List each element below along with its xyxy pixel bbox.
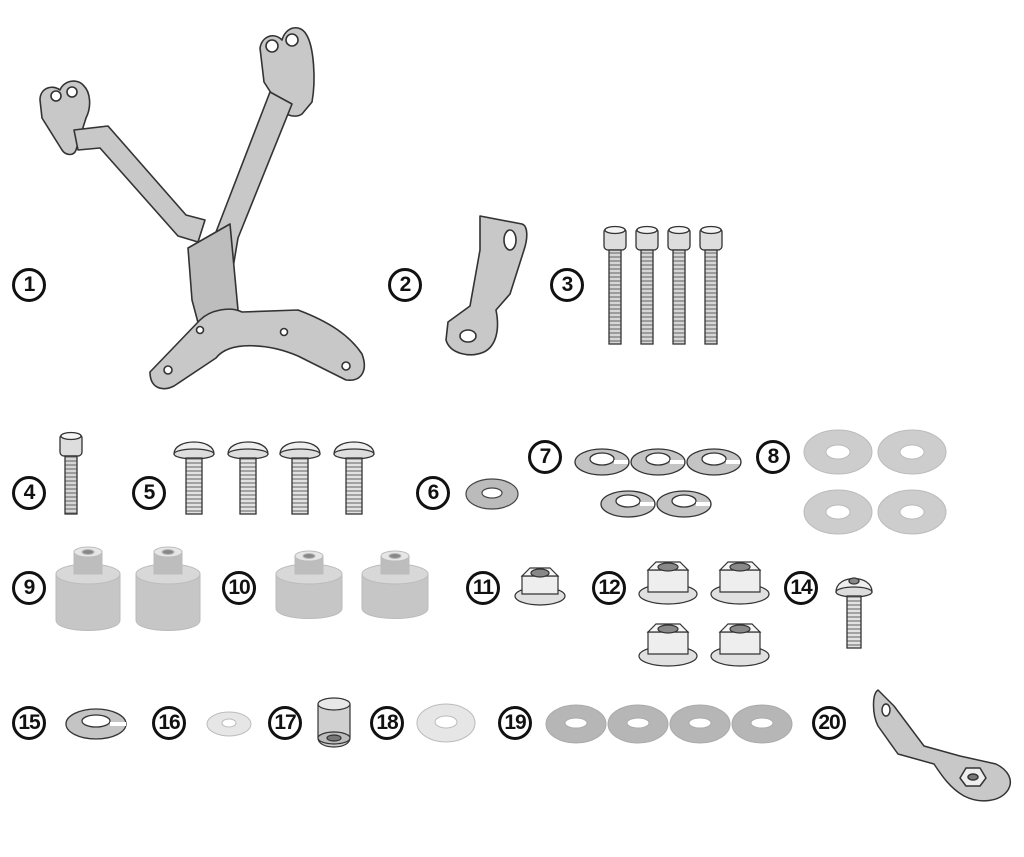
part-number-4: 4	[12, 476, 46, 510]
part-number-5: 5	[132, 476, 166, 510]
part-number-10: 10	[222, 571, 256, 605]
part-number-2: 2	[388, 268, 422, 302]
part-1-main-bracket	[39, 27, 366, 390]
part-number-9: 9	[12, 571, 46, 605]
part-15-lock-washer	[65, 708, 127, 740]
part-20-angled-bracket	[872, 689, 1012, 802]
part-number-17: 17	[268, 706, 302, 740]
part-number-16: 16	[152, 706, 186, 740]
part-8-flat-washers	[803, 429, 947, 535]
part-number-7: 7	[528, 440, 562, 474]
part-18-washer	[416, 703, 476, 743]
part-11-flange-nut	[514, 567, 566, 606]
part-9-tall-spacers	[55, 546, 201, 631]
part-number-14: 14	[784, 571, 818, 605]
part-number-19: 19	[498, 706, 532, 740]
part-2-small-bracket	[445, 215, 528, 356]
part-5-button-head-bolts	[173, 441, 375, 515]
part-6-washer	[465, 478, 519, 510]
part-17-sleeve	[317, 697, 351, 748]
part-19-rubber-washers	[545, 704, 793, 744]
part-14-bolt	[835, 577, 873, 649]
part-number-8: 8	[756, 440, 790, 474]
part-number-20: 20	[812, 706, 846, 740]
part-4-socket-bolt	[59, 431, 83, 515]
part-number-15: 15	[12, 706, 46, 740]
part-number-11: 11	[466, 571, 500, 605]
part-number-3: 3	[550, 268, 584, 302]
part-16-small-washer	[206, 711, 252, 737]
part-7-lock-washers	[574, 448, 742, 518]
part-number-12: 12	[592, 571, 626, 605]
part-3-long-bolts	[603, 225, 723, 345]
part-12-flange-nuts	[638, 561, 770, 667]
part-number-1: 1	[12, 268, 46, 302]
part-10-short-spacers	[275, 550, 429, 619]
part-number-18: 18	[370, 706, 404, 740]
part-number-6: 6	[416, 476, 450, 510]
